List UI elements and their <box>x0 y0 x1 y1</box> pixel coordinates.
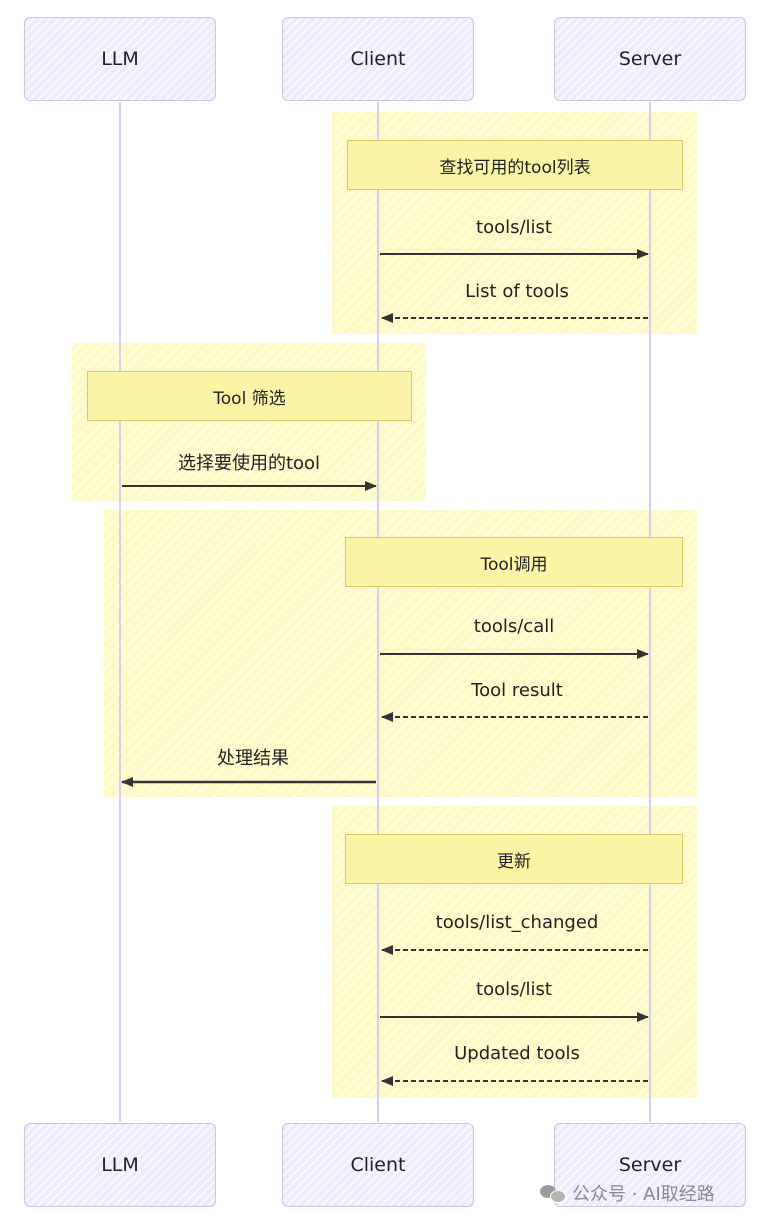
watermark: 公众号 · AI取经路 <box>540 1180 715 1206</box>
note-update: 更新 <box>345 834 683 884</box>
group-filter <box>72 343 426 501</box>
note-find-tools-label: 查找可用的tool列表 <box>439 157 591 178</box>
actor-server-bottom-label: Server <box>618 1154 682 1176</box>
actor-client-bottom: Client <box>282 1123 474 1207</box>
actor-server-bottom: Server <box>554 1123 746 1207</box>
actor-llm-top-label: LLM <box>101 48 139 70</box>
wechat-icon <box>540 1183 566 1203</box>
msg-list-of-tools: List of tools <box>465 281 569 302</box>
msg-process-result: 处理结果 <box>217 748 289 769</box>
actor-llm-bottom: LLM <box>24 1123 216 1207</box>
actor-llm-bottom-label: LLM <box>101 1154 139 1176</box>
msg-tools-list-1: tools/list <box>476 217 552 238</box>
note-find-tools: 查找可用的tool列表 <box>347 140 683 190</box>
lifeline-llm <box>119 102 121 1122</box>
actor-client-bottom-label: Client <box>350 1154 406 1176</box>
msg-select-tool: 选择要使用的tool <box>177 453 321 474</box>
watermark-text: 公众号 · AI取经路 <box>572 1184 715 1205</box>
note-update-label: 更新 <box>497 851 531 872</box>
note-invoke: Tool调用 <box>345 537 683 587</box>
msg-tool-result: Tool result <box>471 680 563 701</box>
note-filter: Tool 筛选 <box>87 371 412 421</box>
lifeline-client <box>377 102 379 1122</box>
actor-llm-top: LLM <box>24 17 216 101</box>
actor-client-top-label: Client <box>350 48 406 70</box>
actor-client-top: Client <box>282 17 474 101</box>
msg-list-changed: tools/list_changed <box>435 912 599 933</box>
actor-server-top: Server <box>554 17 746 101</box>
note-filter-label: Tool 筛选 <box>213 388 286 409</box>
msg-tools-call: tools/call <box>473 616 555 637</box>
actor-server-top-label: Server <box>618 48 682 70</box>
msg-updated-tools: Updated tools <box>454 1043 580 1064</box>
lifeline-server <box>649 102 651 1122</box>
note-invoke-label: Tool调用 <box>480 554 548 575</box>
msg-tools-list-2: tools/list <box>476 979 552 1000</box>
